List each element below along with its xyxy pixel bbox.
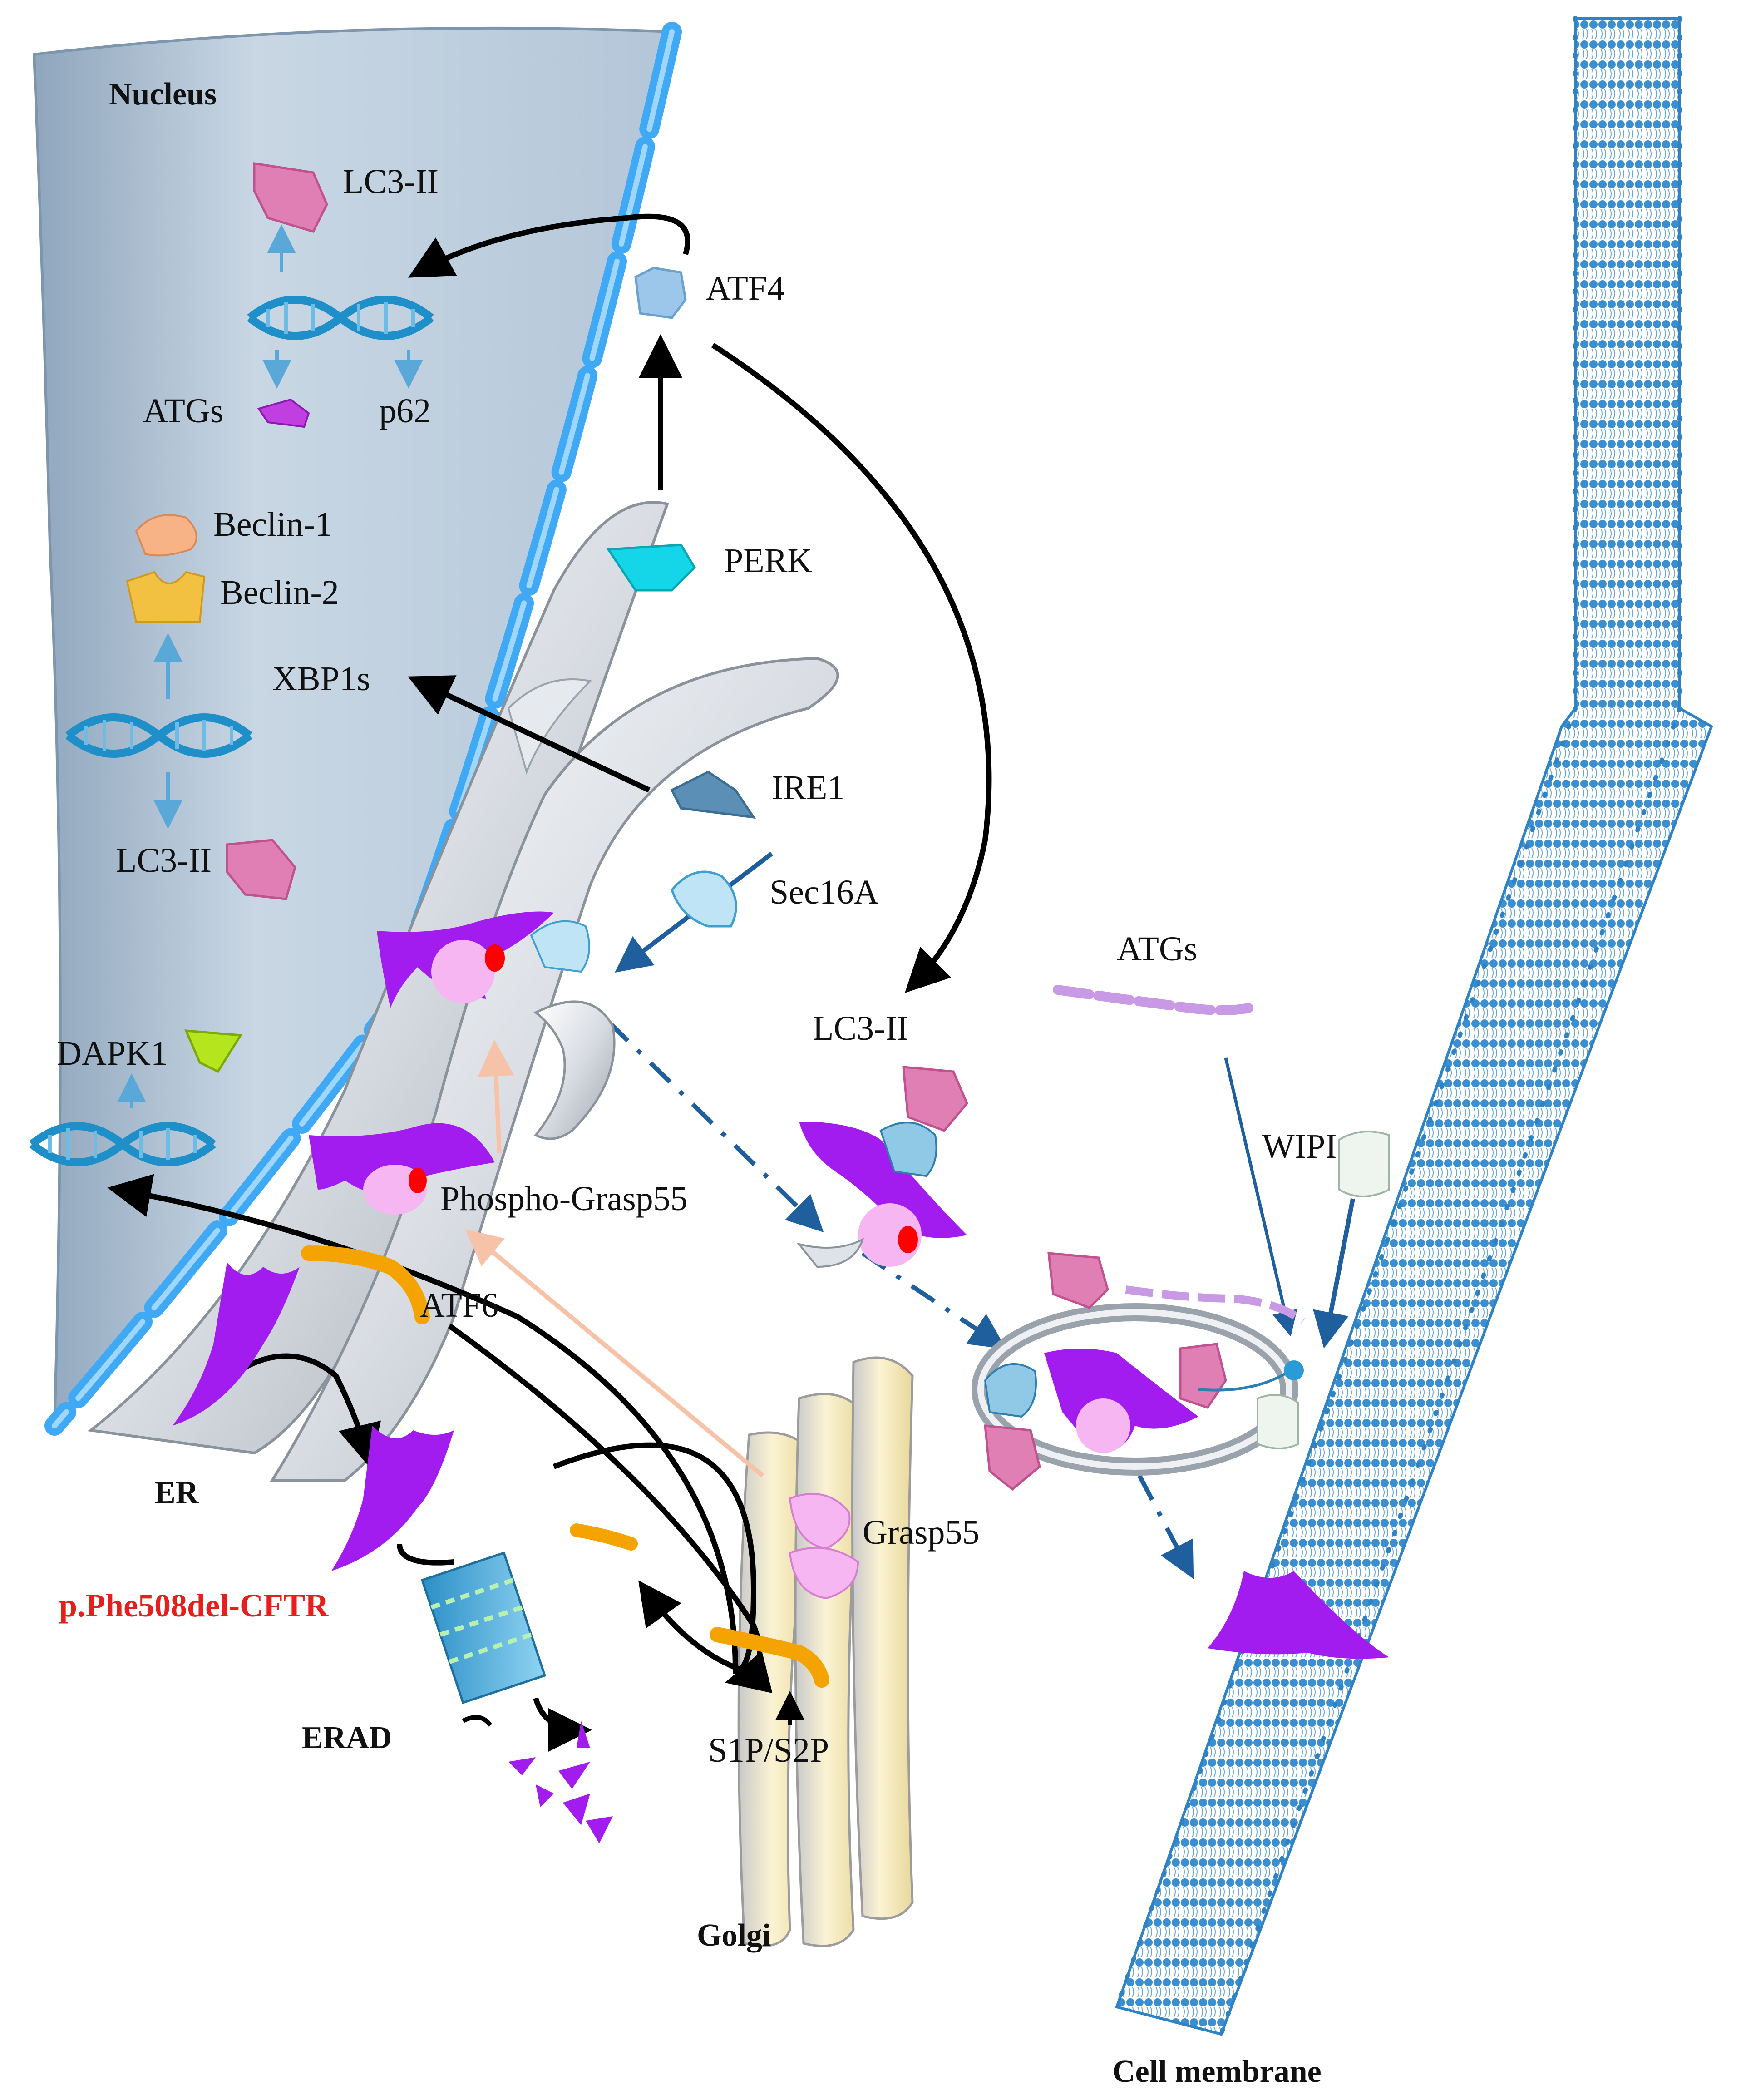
cftr-protein-membrane <box>1208 1571 1389 1659</box>
dna-helix-top <box>247 296 434 340</box>
wipi-to-autophagosome-arrow <box>1313 1198 1355 1349</box>
lc3-top-label: LC3-II <box>343 163 439 201</box>
cftr-protein-autophagosome <box>1044 1349 1198 1453</box>
atf6-protein-er <box>301 1245 430 1324</box>
wipi-protein-icon <box>1338 1131 1390 1197</box>
lc3-nucleus-lower-icon <box>226 839 296 900</box>
golgi-label: Golgi <box>697 1918 771 1953</box>
atf6-to-golgi-arrow <box>448 1324 773 1694</box>
atf4-to-lc3-arrow <box>711 342 992 993</box>
atgs-chain-icon <box>1053 985 1253 1015</box>
proteasome-icon <box>420 1551 547 1727</box>
grasp55-label: Grasp55 <box>863 1513 980 1552</box>
atf4-protein-icon <box>634 267 687 319</box>
cftr-protein-er-mid <box>309 1123 495 1215</box>
ire1-label: IRE1 <box>772 769 844 807</box>
dna-helix-middle <box>65 713 252 758</box>
atf4-to-nucleus-arrow <box>408 213 690 278</box>
xbp1s-label: XBP1s <box>272 660 370 698</box>
p62-label: p62 <box>379 392 431 430</box>
cell-membrane-label: Cell membrane <box>1112 2054 1322 2089</box>
cftr-protein-er-lower <box>173 1262 300 1426</box>
lc3-right-label: LC3-II <box>813 1009 908 1048</box>
atf6-cleaved-fragment <box>570 1523 638 1551</box>
s1p-s2p-label: S1P/S2P <box>708 1731 829 1769</box>
wipi-label: WIPI <box>1262 1127 1337 1166</box>
copii-vesicle <box>533 1000 864 1268</box>
ire1-to-xbp1s-arrow <box>408 675 651 793</box>
beclin2-label: Beclin-2 <box>220 573 339 612</box>
sec16a-protein-icon <box>671 870 737 928</box>
atf6-golgi <box>710 1627 829 1688</box>
dashed-to-membrane <box>1137 1474 1194 1579</box>
beclin2-protein-icon <box>126 571 206 623</box>
dapk1-protein-icon <box>184 1029 243 1073</box>
atgs-protein-icon <box>257 398 310 428</box>
cftr-protein-misfolded <box>331 1426 454 1571</box>
cftr-protein-vesicle <box>799 1066 968 1267</box>
lc3-mid-label: LC3-II <box>116 841 212 880</box>
dapk1-label: DAPK1 <box>57 1034 168 1072</box>
dashed-to-autophagosome <box>861 1251 1006 1349</box>
cftr-label: p.Phe508del-CFTR <box>59 1587 329 1624</box>
grasp55-protein-icon <box>789 1493 859 1600</box>
beclin1-label: Beclin-1 <box>213 505 332 544</box>
nucleus-expression-arrows <box>117 224 423 1108</box>
nucleus-label: Nucleus <box>109 77 217 112</box>
atgs-nucleus-label: ATGs <box>143 392 223 430</box>
lc3-protein-icon <box>253 162 328 233</box>
erad-degradation-arrow <box>397 1543 581 1730</box>
sec16a-label: Sec16A <box>769 873 879 911</box>
atgs-right-label: ATGs <box>1117 930 1197 968</box>
erad-label: ERAD <box>302 1720 392 1755</box>
perk-protein-icon <box>606 544 696 592</box>
cftr-fragments-icon <box>508 1721 613 1843</box>
beclin1-protein-icon <box>135 514 197 557</box>
dashed-er-to-autophagosome <box>607 1020 824 1232</box>
cell-membrane-bilayer <box>1115 16 1713 2036</box>
dna-helix-bottom <box>29 1122 216 1166</box>
atf6-label: ATF6 <box>420 1286 498 1324</box>
cftr-protein-er-top <box>377 911 590 1008</box>
phospho-grasp55-arrows <box>465 1040 764 1477</box>
golgi-to-cleaved-atf6-arrow <box>638 1580 745 1674</box>
perk-label: PERK <box>724 542 812 580</box>
atf4-label: ATF4 <box>706 269 784 307</box>
atgs-to-autophagosome-arrow <box>1224 1057 1297 1337</box>
phospho-grasp55-label: Phospho-Grasp55 <box>440 1180 688 1218</box>
ire1-protein-icon <box>670 771 756 819</box>
trafficking-arrows <box>607 852 1355 1579</box>
er-label: ER <box>154 1475 199 1510</box>
autophagosome <box>972 1252 1306 1491</box>
